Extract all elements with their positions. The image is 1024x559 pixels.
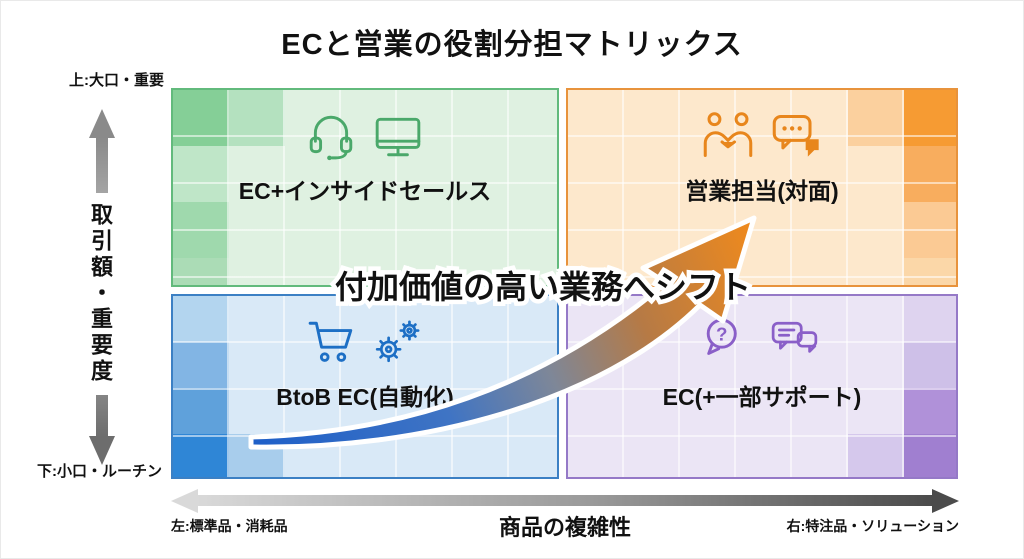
- monitor-icon: [375, 117, 421, 157]
- cart-icon: [308, 321, 353, 362]
- chat-pair-icon: [771, 321, 818, 353]
- x-axis-arrow-left-icon: [171, 489, 198, 513]
- quadrant-btob-ec-label: BtoB EC(自動化): [276, 384, 454, 410]
- y-axis-top-label: 上:大口・重要: [69, 72, 164, 89]
- gears-icon: [375, 320, 420, 363]
- headset-icon: [309, 115, 353, 161]
- diagram-title: ECと営業の役割分担マトリックス: [281, 29, 743, 61]
- x-axis-left-label: 左:標準品・消耗品: [171, 518, 288, 534]
- x-axis-arrow: [197, 495, 933, 506]
- chat-dots-icon: [772, 114, 819, 157]
- quadrant-sales-rep: 営業担当(対面): [566, 88, 958, 287]
- y-axis-arrow-down-icon: [89, 436, 115, 465]
- x-axis-right-label: 右:特注品・ソリューション: [786, 518, 959, 534]
- matrix: EC+インサイドセールス: [171, 88, 958, 479]
- question-bubble-icon: ?: [706, 318, 737, 355]
- quadrant-sales-rep-label: 営業担当(対面): [685, 178, 839, 204]
- quadrant-ec-inside-sales-label: EC+インサイドセールス: [238, 178, 492, 204]
- quadrant-ec-support: ? EC(+一部サポート): [566, 294, 958, 479]
- quadrant-ec-support-label: EC(+一部サポート): [662, 384, 862, 410]
- y-axis-bottom-label: 下:小口・ルーチン: [37, 463, 162, 480]
- x-axis-label: 商品の複雑性: [498, 515, 631, 540]
- quadrant-ec-inside-sales: EC+インサイドセールス: [171, 88, 559, 287]
- svg-text:?: ?: [716, 323, 727, 344]
- y-axis-label: 取引額・重要度: [81, 193, 119, 395]
- x-axis-arrow-right-icon: [932, 489, 959, 513]
- y-axis-arrow-up-icon: [89, 109, 115, 138]
- handshake-icon: [703, 112, 753, 158]
- quadrant-btob-ec: BtoB EC(自動化): [171, 294, 559, 479]
